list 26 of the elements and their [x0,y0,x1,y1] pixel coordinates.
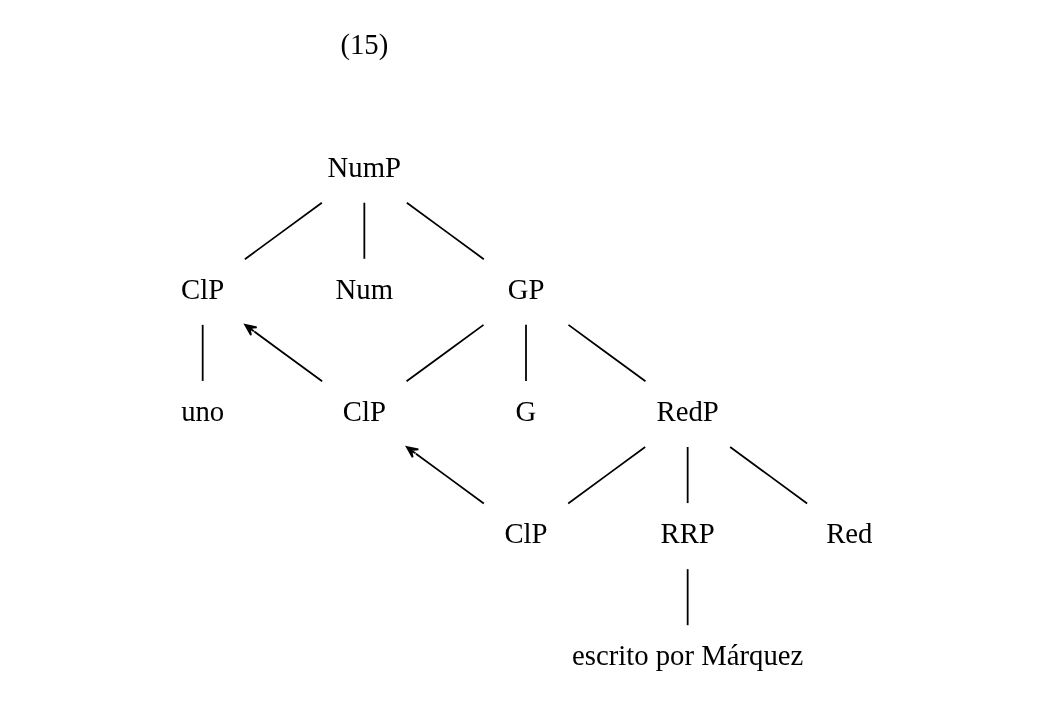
node-text: uno [181,394,225,427]
arrow [244,323,324,383]
connector [567,446,647,505]
connector [729,446,808,505]
connector [686,446,689,504]
node-text: NumP [327,150,402,183]
connector [201,323,204,382]
node-text: GP [507,272,545,305]
node-text: ClP [342,394,386,427]
node-text: Red [826,517,873,550]
node-text: RedP [656,394,719,427]
node-text: G [515,394,537,427]
connector [525,323,527,382]
node-text: ClP [504,517,548,550]
node-text: escrito por Márquez [572,639,804,672]
connector [405,323,485,383]
node-text: Num [335,272,394,305]
node-text: ClP [181,272,225,305]
arrow [405,446,485,505]
connector [363,201,366,260]
label: (15) [340,28,389,61]
connector [244,201,323,261]
connector [686,568,689,627]
node-text: RRP [660,517,715,550]
connector [567,323,647,383]
connector [405,201,485,261]
